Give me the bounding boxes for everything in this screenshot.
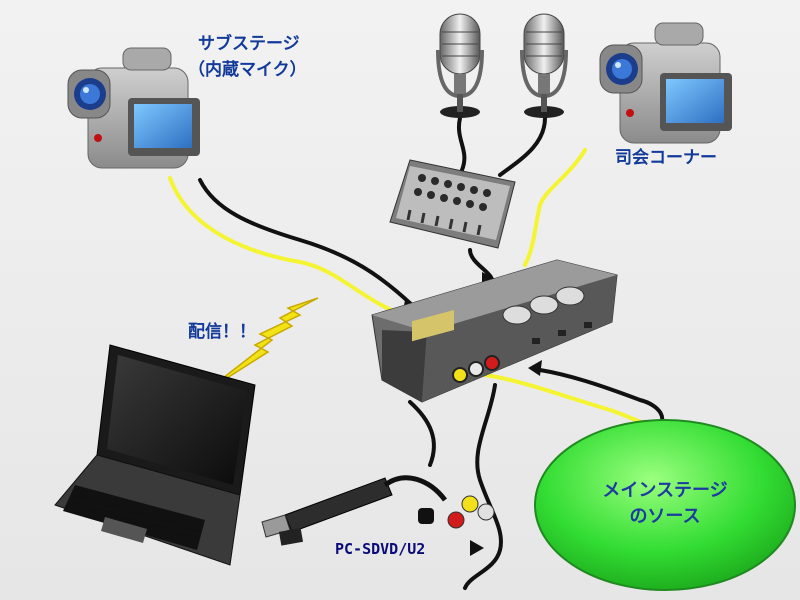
microphone-right-icon [520, 13, 568, 118]
av-selector-icon [371, 259, 618, 403]
capture-device-label: PC-SDVD/U2 [335, 540, 426, 558]
laptop-icon [54, 344, 256, 566]
sub-stage-sublabel: （内蔵マイク） [188, 60, 307, 80]
main-stage-label-line2: のソース [629, 506, 701, 527]
usb-capture-device-icon [261, 475, 495, 546]
main-stage-label: メインステージ のソース [560, 478, 770, 530]
audio-mixer-icon [389, 159, 516, 249]
camcorder-left-icon [67, 47, 200, 169]
main-stage-oval [534, 419, 796, 591]
microphone-left-icon [436, 13, 484, 118]
main-stage-label-line1: メインステージ [602, 480, 728, 501]
mc-corner-label: 司会コーナー [615, 148, 717, 168]
camcorder-right-icon [599, 22, 732, 144]
sub-stage-label: サブステージ [198, 34, 300, 54]
broadcast-label: 配信！！ [188, 322, 256, 342]
